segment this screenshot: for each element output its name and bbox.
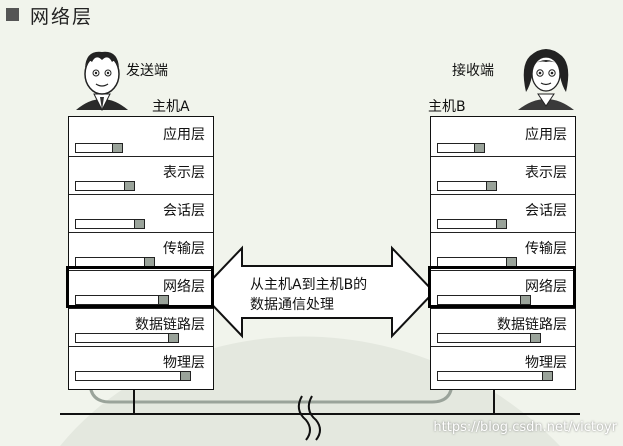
receiver-layer-name: 物理层: [525, 355, 567, 371]
sender-pdu-header: [144, 258, 154, 266]
receiver-pdu-bar: [437, 181, 497, 191]
sender-role-label: 发送端: [126, 63, 168, 79]
cable-break-mark: [297, 395, 311, 441]
sender-layer-name: 网络层: [163, 279, 205, 295]
sender-layer-row: 网络层: [69, 271, 213, 309]
sender-pdu-header: [158, 296, 168, 304]
sender-pdu-header: [134, 220, 144, 228]
receiver-pdu-header: [520, 296, 530, 304]
heading-bullet-square: [6, 8, 19, 21]
receiver-layer-row: 应用层: [431, 119, 575, 157]
sender-layer-name: 传输层: [163, 241, 205, 257]
receiver-pdu-header: [474, 144, 484, 152]
receiver-role-label: 接收端: [452, 63, 494, 79]
sender-layer-name: 会话层: [163, 203, 205, 219]
receiver-layer-row: 表示层: [431, 157, 575, 195]
callout-line-1: 从主机A到主机B的: [250, 277, 368, 293]
sender-pdu-bar: [75, 371, 191, 381]
receiver-layer-name: 网络层: [525, 279, 567, 295]
receiver-layer-stack: 应用层表示层会话层传输层网络层数据链路层物理层: [430, 116, 576, 390]
sender-pdu-header: [180, 372, 190, 380]
receiver-pdu-bar: [437, 143, 485, 153]
receiver-layer-name: 传输层: [525, 241, 567, 257]
sender-pdu-bar: [75, 143, 123, 153]
receiver-pdu-bar: [437, 333, 541, 343]
sender-layer-row: 数据链路层: [69, 309, 213, 347]
sender-layer-stack: 应用层表示层会话层传输层网络层数据链路层物理层: [68, 116, 214, 390]
receiver-person-icon: [518, 49, 574, 110]
receiver-layer-name: 数据链路层: [497, 317, 567, 333]
receiver-pdu-bar: [437, 257, 517, 267]
receiver-layer-name: 会话层: [525, 203, 567, 219]
sender-pdu-header: [168, 334, 178, 342]
sender-pdu-header: [124, 182, 134, 190]
sender-layer-row: 物理层: [69, 347, 213, 385]
receiver-pdu-header: [486, 182, 496, 190]
sender-layer-row: 应用层: [69, 119, 213, 157]
receiver-pdu-header: [506, 258, 516, 266]
sender-pdu-bar: [75, 295, 169, 305]
sender-pdu-bar: [75, 257, 155, 267]
sender-layer-row: 表示层: [69, 157, 213, 195]
receiver-pdu-header: [530, 334, 540, 342]
receiver-layer-row: 传输层: [431, 233, 575, 271]
receiver-pdu-header: [496, 220, 506, 228]
sender-layer-name: 应用层: [163, 127, 205, 143]
sender-layer-name: 物理层: [163, 355, 205, 371]
receiver-layer-name: 表示层: [525, 165, 567, 181]
page-heading: 网络层: [30, 6, 94, 28]
sender-pdu-bar: [75, 219, 145, 229]
sender-pdu-header: [112, 144, 122, 152]
sender-host-label: 主机A: [152, 99, 190, 115]
physical-link-path: [88, 381, 454, 404]
sender-layer-name: 数据链路层: [135, 317, 205, 333]
receiver-pdu-bar: [437, 371, 553, 381]
receiver-layer-row: 物理层: [431, 347, 575, 385]
sender-pdu-bar: [75, 181, 135, 191]
callout-text: 从主机A到主机B的 数据通信处理: [250, 275, 400, 315]
receiver-layer-row: 会话层: [431, 195, 575, 233]
receiver-host-label: 主机B: [428, 99, 466, 115]
sender-pdu-bar: [75, 333, 179, 343]
sender-person-icon: [76, 51, 128, 112]
receiver-pdu-bar: [437, 295, 531, 305]
sender-layer-row: 会话层: [69, 195, 213, 233]
receiver-pdu-header: [542, 372, 552, 380]
receiver-pdu-bar: [437, 219, 507, 229]
receiver-layer-row: 数据链路层: [431, 309, 575, 347]
receiver-layer-name: 应用层: [525, 127, 567, 143]
watermark-text: https://blog.csdn.net/victoyr: [433, 420, 617, 435]
sender-layer-name: 表示层: [163, 165, 205, 181]
callout-line-2: 数据通信处理: [250, 297, 334, 313]
receiver-layer-row: 网络层: [431, 271, 575, 309]
sender-layer-row: 传输层: [69, 233, 213, 271]
